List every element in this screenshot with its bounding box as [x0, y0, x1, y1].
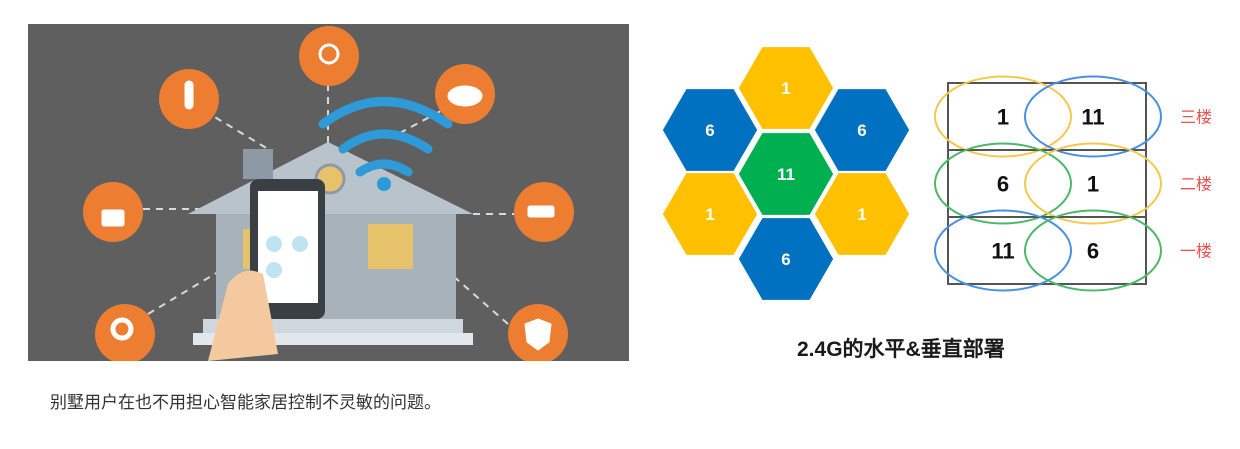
coverage-ellipse — [1024, 142, 1162, 225]
hex-cell-label: 11 — [777, 165, 795, 184]
floor-row — [947, 216, 1147, 285]
floor-row — [947, 82, 1147, 151]
hex-cell-label: 1 — [781, 79, 790, 98]
camera-icon — [527, 205, 555, 218]
floor-channel-label: 11 — [1081, 105, 1104, 130]
diagram-caption: 2.4G的水平&垂直部署 — [797, 338, 1005, 361]
hex-cell-label: 6 — [857, 121, 866, 140]
lock-icon — [101, 209, 125, 227]
coverage-ellipse — [1024, 209, 1162, 292]
shield-icon — [524, 318, 552, 351]
coverage-ellipse — [934, 142, 1072, 225]
hex-cell — [661, 171, 759, 257]
hex-cell — [737, 216, 835, 302]
floor-name-label: 三楼 — [1180, 109, 1212, 127]
hex-cell — [737, 131, 835, 217]
lightbulb-icon — [318, 43, 340, 65]
hex-cell — [813, 171, 911, 257]
floor-channel-label: 1 — [997, 105, 1009, 130]
bottom-text: 别墅用户在也不用担心智能家居控制不灵敏的问题。 — [50, 393, 441, 412]
coverage-ellipse — [934, 209, 1072, 292]
floor-channel-label: 1 — [1087, 172, 1099, 197]
hex-cell-label: 1 — [857, 205, 866, 224]
hex-cell-label: 6 — [781, 250, 790, 269]
hex-cell-label: 6 — [705, 121, 714, 140]
floor-channel-label: 6 — [997, 172, 1009, 197]
coverage-ellipse — [1024, 75, 1162, 158]
smart-home-illustration-svg — [28, 24, 629, 361]
hex-cell — [737, 45, 835, 131]
coverage-ellipse — [934, 75, 1072, 158]
gear-icon — [110, 317, 134, 341]
thermometer-icon — [184, 80, 194, 110]
smart-home-illustration — [28, 24, 629, 361]
floor-row — [947, 149, 1147, 218]
floor-channel-label: 6 — [1087, 239, 1099, 264]
hex-cell-label: 1 — [705, 205, 714, 224]
hex-cell — [813, 87, 911, 173]
floor-name-label: 一楼 — [1180, 243, 1212, 261]
floor-channel-label: 11 — [991, 239, 1014, 264]
cloud-icon — [447, 85, 483, 107]
floor-name-label: 二楼 — [1180, 176, 1212, 194]
hex-cell — [661, 87, 759, 173]
